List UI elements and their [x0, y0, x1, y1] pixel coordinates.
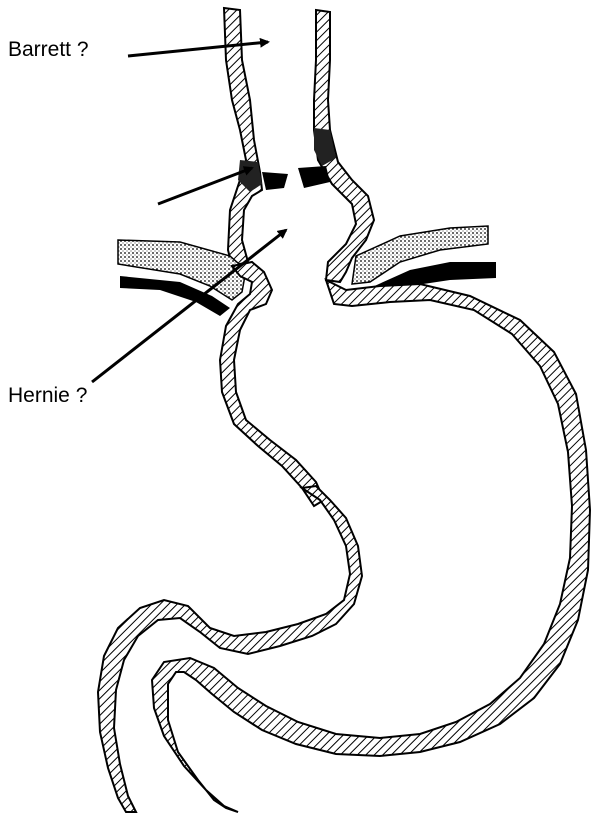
barrett-arrow — [128, 42, 268, 56]
barrett-label: Barrett ? — [8, 38, 89, 62]
hernia-left-wall — [220, 262, 324, 506]
stomach-greater-curvature — [152, 280, 590, 812]
barrett-black-left — [262, 172, 288, 190]
hernie-label: Hernie ? — [8, 384, 87, 408]
stomach-lesser-curvature — [98, 486, 362, 812]
barrett-black-right — [298, 166, 330, 188]
